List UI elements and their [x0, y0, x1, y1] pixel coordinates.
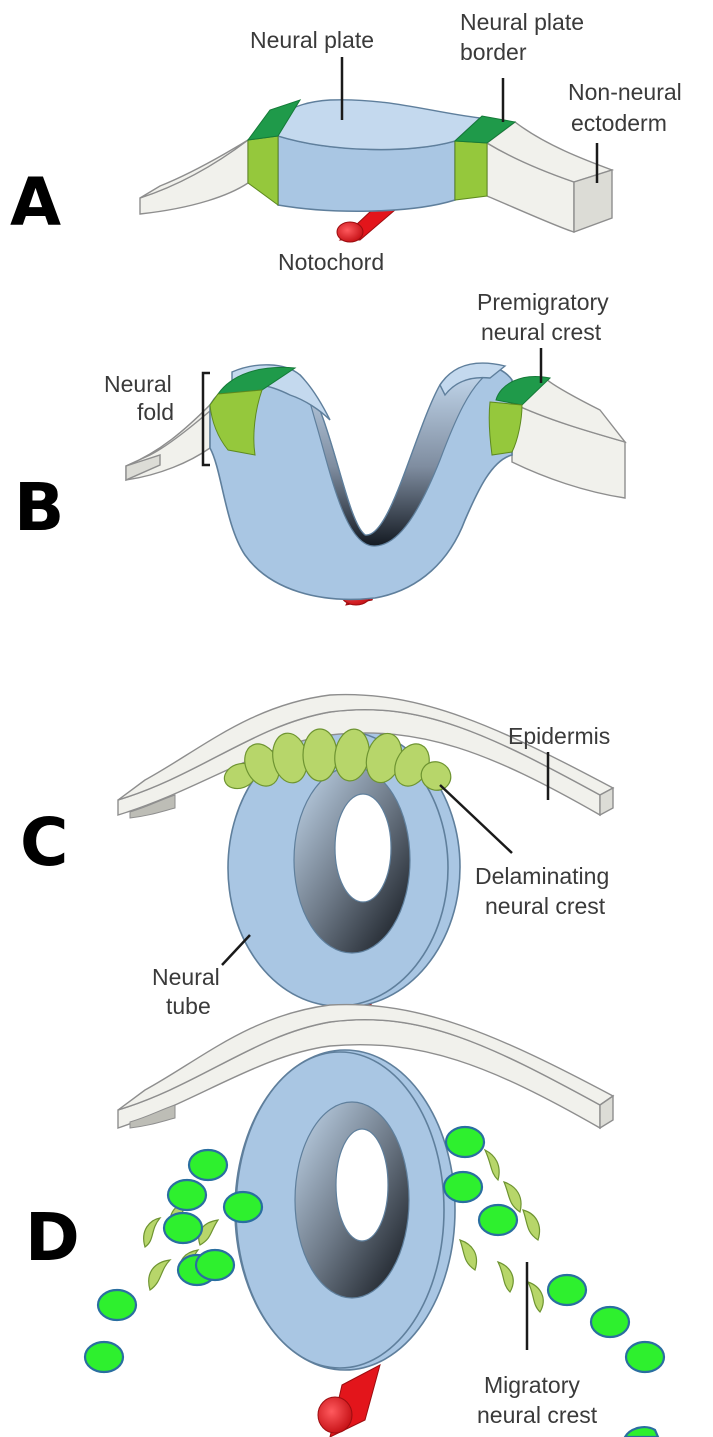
label-epidermis: Epidermis [508, 723, 610, 749]
label-neural-tube-1: Neural [152, 964, 220, 990]
panel-c-letter: C [20, 804, 68, 881]
label-neural-plate: Neural plate [250, 27, 374, 53]
notochord-a [337, 210, 395, 242]
panel-d: D [25, 1005, 664, 1437]
label-neural-plate-border-1: Neural plate [460, 9, 584, 35]
label-neural-fold-2: fold [137, 399, 174, 425]
leader-neural-tube [222, 935, 250, 965]
panel-b-letter: B [14, 469, 64, 546]
label-neural-plate-border-2: border [460, 39, 527, 65]
panel-d-letter: D [25, 1199, 80, 1276]
label-premigratory-1: Premigratory [477, 289, 609, 315]
panel-a-letter: A [10, 164, 61, 241]
panel-c: C [20, 695, 613, 1040]
neural-plate-a [278, 100, 480, 211]
label-migratory-1: Migratory [484, 1372, 580, 1398]
neural-tube-d [235, 1050, 455, 1370]
label-migratory-2: neural crest [477, 1402, 598, 1428]
label-non-neural-2: ectoderm [571, 110, 667, 136]
notochord-d [318, 1365, 380, 1437]
right-ectoderm-a [487, 122, 612, 232]
label-non-neural-1: Non-neural [568, 79, 682, 105]
panel-b: B [14, 289, 625, 605]
label-delaminating-2: neural crest [485, 893, 606, 919]
label-delaminating-1: Delaminating [475, 863, 609, 889]
panel-a: A Neur [10, 9, 682, 275]
label-neural-fold-1: Neural [104, 371, 172, 397]
label-neural-tube-2: tube [166, 993, 211, 1019]
label-notochord: Notochord [278, 249, 384, 275]
label-premigratory-2: neural crest [481, 319, 602, 345]
